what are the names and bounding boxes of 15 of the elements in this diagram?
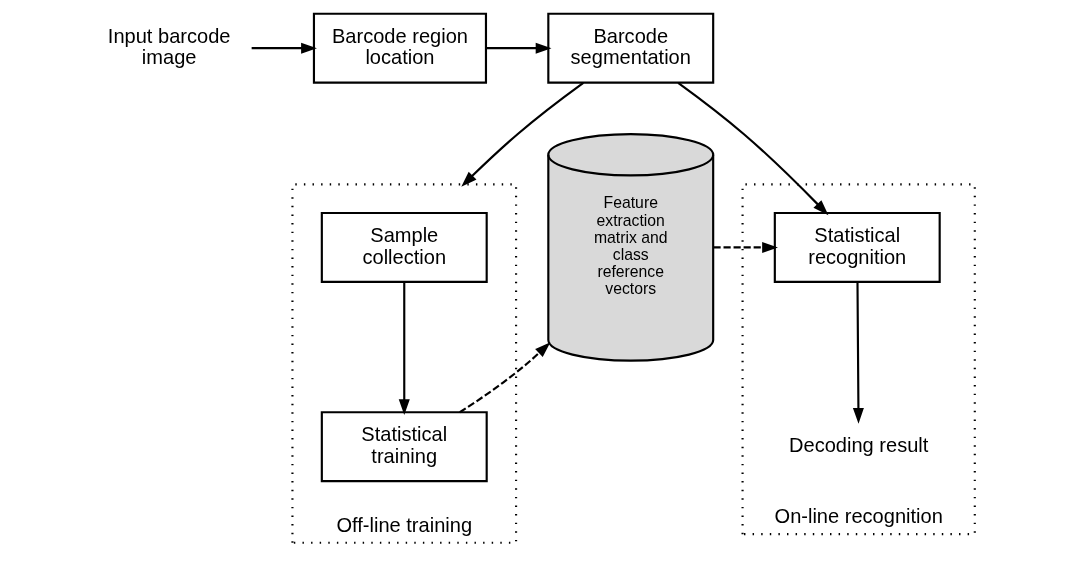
arrow bbox=[459, 342, 551, 414]
arrow bbox=[713, 241, 778, 253]
node-text: Input barcode image bbox=[107, 24, 231, 69]
node-box: Sample collection bbox=[320, 211, 488, 283]
arrow bbox=[852, 282, 864, 424]
arrow bbox=[677, 81, 829, 216]
node-box: Statistical recognition bbox=[773, 211, 941, 283]
node-box: Barcode region location bbox=[312, 12, 488, 84]
arrow bbox=[461, 81, 584, 187]
arrow bbox=[486, 42, 552, 54]
node-text: Decoding result bbox=[789, 434, 929, 457]
arrow bbox=[398, 282, 410, 416]
node-box: Statistical training bbox=[320, 411, 488, 483]
arrow bbox=[251, 42, 317, 54]
node-box: Barcode segmentation bbox=[547, 12, 715, 84]
